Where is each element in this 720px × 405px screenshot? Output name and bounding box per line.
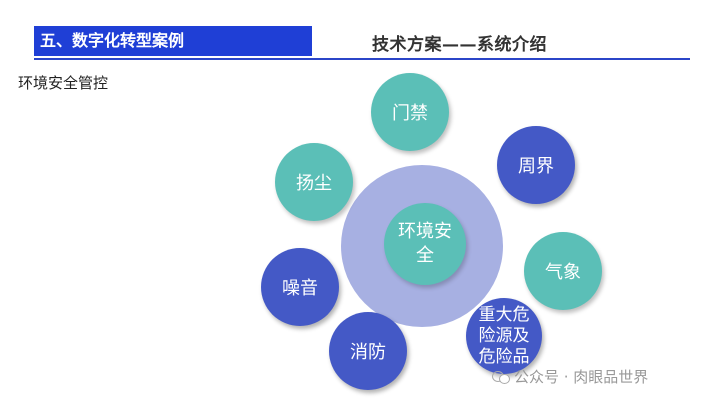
node-label: 噪音 bbox=[282, 278, 318, 299]
node-weather: 气象 bbox=[524, 232, 602, 310]
node-label: 周界 bbox=[518, 156, 554, 177]
section-label: 环境安全管控 bbox=[18, 74, 109, 92]
node-fire-protection: 消防 bbox=[329, 312, 407, 390]
center-node: 环境安全 bbox=[384, 203, 466, 285]
node-noise: 噪音 bbox=[261, 248, 339, 326]
node-hazard-source: 重大危险源及危险品 bbox=[466, 298, 542, 374]
node-dust: 扬尘 bbox=[275, 143, 353, 221]
section-header-text: 五、数字化转型案例 bbox=[40, 31, 185, 50]
wechat-icon bbox=[492, 369, 510, 385]
center-node-label: 环境安全 bbox=[398, 221, 452, 266]
node-label: 门禁 bbox=[392, 103, 428, 124]
node-perimeter: 周界 bbox=[497, 126, 575, 204]
watermark: 公众号 · 肉眼品世界 bbox=[492, 366, 648, 387]
node-label: 消防 bbox=[350, 342, 386, 363]
node-access-control: 门禁 bbox=[371, 73, 449, 151]
node-label: 扬尘 bbox=[296, 173, 332, 194]
watermark-text: 公众号 · 肉眼品世界 bbox=[514, 368, 649, 386]
section-header-bar: 五、数字化转型案例 bbox=[34, 26, 312, 56]
page-title: 技术方案——系统介绍 bbox=[372, 35, 547, 55]
node-label: 重大危险源及危险品 bbox=[478, 304, 530, 367]
header-divider bbox=[34, 58, 690, 60]
node-label: 气象 bbox=[545, 262, 581, 283]
